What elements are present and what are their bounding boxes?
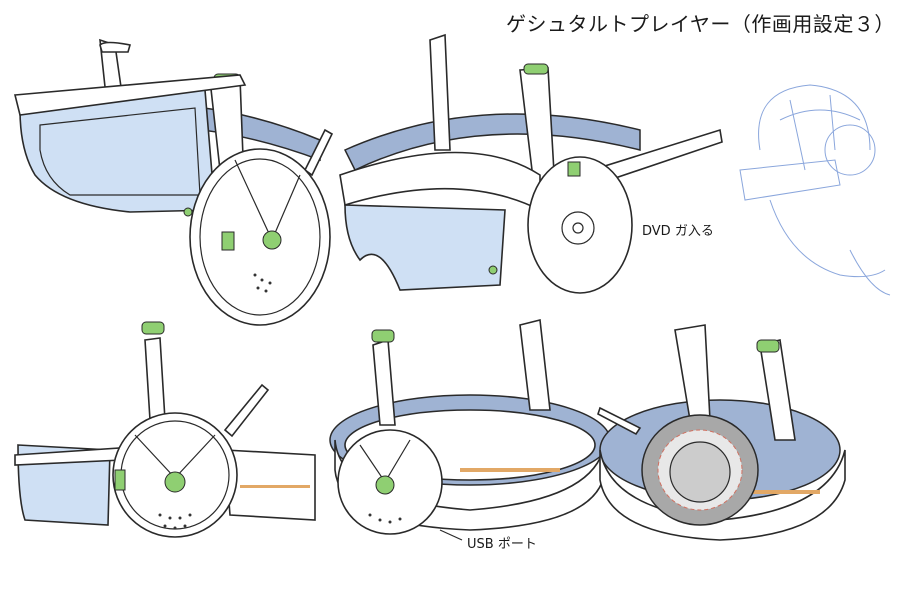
usb-annotation: USB ポート [467,537,537,552]
headset-view-front-right [339,33,723,294]
headset-view-rear-right [597,324,846,541]
headset-view-front-left [13,38,334,326]
dvd-annotation: DVD ガ入る [642,224,714,239]
headset-view-side [14,321,316,538]
headset-view-rear-left [329,319,611,541]
head-sketch [739,84,891,296]
sheet-title: ゲシュタルトプレイヤー（作画用設定３） [506,12,895,36]
